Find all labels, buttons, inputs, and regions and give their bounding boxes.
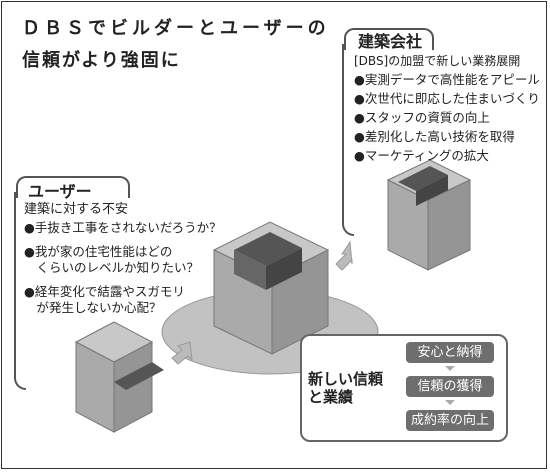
user-item: ●経年変化で結露やスガモリ が発生しないか心配？ xyxy=(24,284,185,315)
user-heading: ユーザー xyxy=(28,182,92,201)
central-cube xyxy=(212,221,330,355)
company-item: ●スタッフの資質の向上 xyxy=(354,110,490,125)
company-item: ●次世代に即応した住まいづくり xyxy=(354,91,540,106)
title-line-2: 信頼がより強固に xyxy=(22,50,181,71)
company-item: ●実測データで高性能をアピール xyxy=(354,72,540,87)
user-cube xyxy=(74,321,164,433)
company-bracket xyxy=(342,44,354,236)
result-step-2: 信頼の獲得 xyxy=(406,376,494,397)
arrow-from-company xyxy=(335,240,353,271)
user-item: ●手抜き工事をされないだろうか？ xyxy=(24,220,222,235)
company-list: ●実測データで高性能をアピール ●次世代に即応した住まいづくり ●スタッフの資質… xyxy=(354,70,540,165)
company-heading: 建築会社 xyxy=(358,32,423,51)
user-tab xyxy=(16,176,130,198)
company-cube xyxy=(386,159,472,271)
arrow-from-user xyxy=(171,341,193,365)
company-subheading: [DBS]の加盟で新しい業務展開 xyxy=(354,54,521,68)
user-list: ●手抜き工事をされないだろうか？ ●我が家の住宅性能はどの くらいのレベルか知り… xyxy=(24,220,222,316)
result-step-3: 成約率の向上 xyxy=(406,410,494,431)
result-title: 新しい信頼 と業績 xyxy=(308,370,383,406)
result-title-line-1: 新しい信頼 xyxy=(308,370,384,388)
title-line-1: ＤＢＳでビルダーとユーザーの xyxy=(22,18,330,39)
step-arrow-2 xyxy=(445,400,455,405)
company-item: ●差別化した高い技術を取得 xyxy=(354,129,515,144)
company-item: ●マーケティングの拡大 xyxy=(354,148,489,163)
result-title-line-2: と業績 xyxy=(308,388,354,406)
user-subheading: 建築に対する不安 xyxy=(24,202,129,217)
result-step-1: 安心と納得 xyxy=(406,342,494,363)
company-tab xyxy=(344,28,434,50)
step-arrow-1 xyxy=(445,366,455,371)
user-item: ●我が家の住宅性能はどの くらいのレベルか知りたい？ xyxy=(24,244,200,275)
